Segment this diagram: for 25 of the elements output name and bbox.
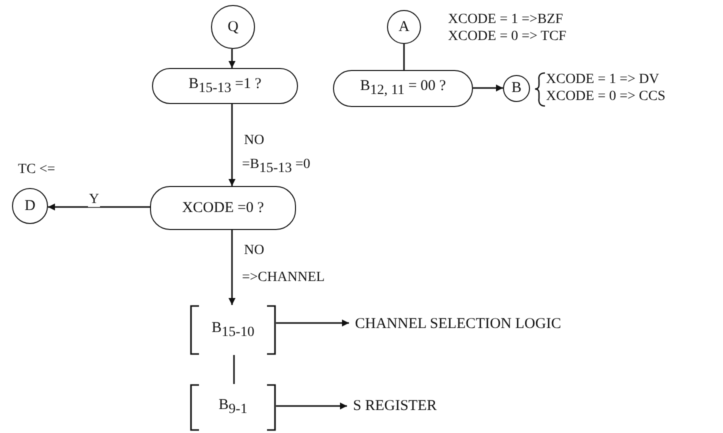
- arrow: [228, 48, 236, 68]
- connector-line: [403, 44, 405, 70]
- arrow: [276, 402, 347, 410]
- connector-line: [233, 355, 235, 384]
- condition-note: XCODE = 0 => CCS: [546, 89, 666, 105]
- arrow: [276, 320, 349, 326]
- condition-note: XCODE = 1 => DV: [546, 72, 660, 88]
- condition-note: XCODE = 1 =>BZF: [448, 12, 564, 28]
- decision-terminal: XCODE =0 ?: [150, 186, 296, 230]
- output-text: CHANNEL SELECTION LOGIC: [355, 314, 615, 334]
- arrow: [473, 84, 503, 92]
- register-bracket: [190, 305, 276, 355]
- connector-circle: B: [503, 75, 530, 102]
- output-text: S REGISTER: [353, 396, 493, 416]
- connector-circle: D: [12, 188, 48, 224]
- condition-note: =>CHANNEL: [242, 270, 325, 286]
- arrow: [228, 230, 236, 305]
- condition-note: XCODE = 0 => TCF: [448, 29, 566, 45]
- connector-circle: Q: [211, 5, 255, 49]
- register-bracket: [190, 384, 276, 431]
- arrow: [48, 204, 150, 210]
- edge-label: Y: [88, 192, 100, 207]
- condition-note: TC <=: [18, 162, 56, 178]
- arrow: [228, 104, 236, 186]
- connector-circle: A: [387, 10, 421, 44]
